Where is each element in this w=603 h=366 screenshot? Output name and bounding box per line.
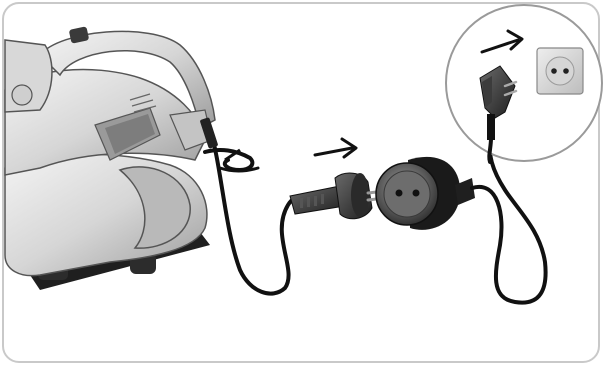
wall-socket-icon [537,48,583,94]
